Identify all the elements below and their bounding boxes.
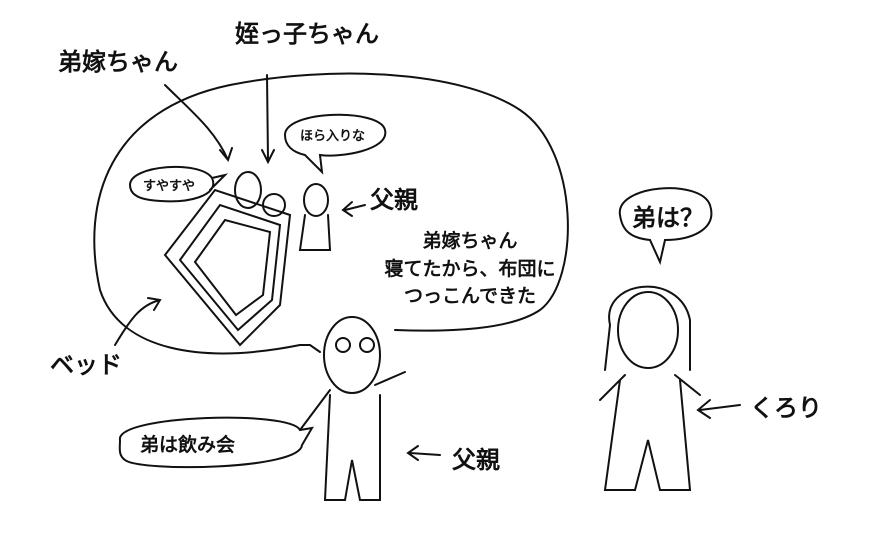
narration-line-3: つっこんできた xyxy=(403,285,537,308)
niece-figure xyxy=(262,193,286,217)
narration-text: 弟嫁ちゃん 寝てたから、布団に つっこんできた xyxy=(370,228,570,311)
father-head xyxy=(323,316,381,394)
bubble-drinking-party xyxy=(118,416,314,469)
father-figure-small xyxy=(303,183,329,217)
bed-drawing xyxy=(163,188,292,347)
label-father-top: 父親 xyxy=(370,186,418,214)
bubble-drinking-party-text: 弟は飲み会 xyxy=(140,434,236,456)
bubble-sleeping-text: すやすや xyxy=(143,179,196,194)
bubble-where-brother xyxy=(618,187,713,266)
label-sister-in-law: 弟嫁ちゃん xyxy=(58,48,178,76)
large-speech-bubble xyxy=(93,72,569,355)
label-kurori: くろり xyxy=(750,394,822,422)
label-niece: 姪っ子ちゃん xyxy=(235,20,379,48)
bubble-where-brother-text: 弟は？ xyxy=(632,204,704,232)
label-bed: ベッド xyxy=(50,351,122,379)
bubble-come-in xyxy=(284,113,387,175)
narration-line-1: 弟嫁ちゃん xyxy=(422,230,518,252)
sister-in-law-figure xyxy=(234,171,262,209)
bubble-sleeping xyxy=(129,165,229,203)
label-father-bottom: 父親 xyxy=(452,446,500,474)
narration-line-2: 寝てたから、布団に xyxy=(384,257,556,280)
kurori-figure xyxy=(604,285,691,371)
father-body xyxy=(299,371,406,501)
bubble-come-in-text: ほら入りな xyxy=(300,129,366,144)
